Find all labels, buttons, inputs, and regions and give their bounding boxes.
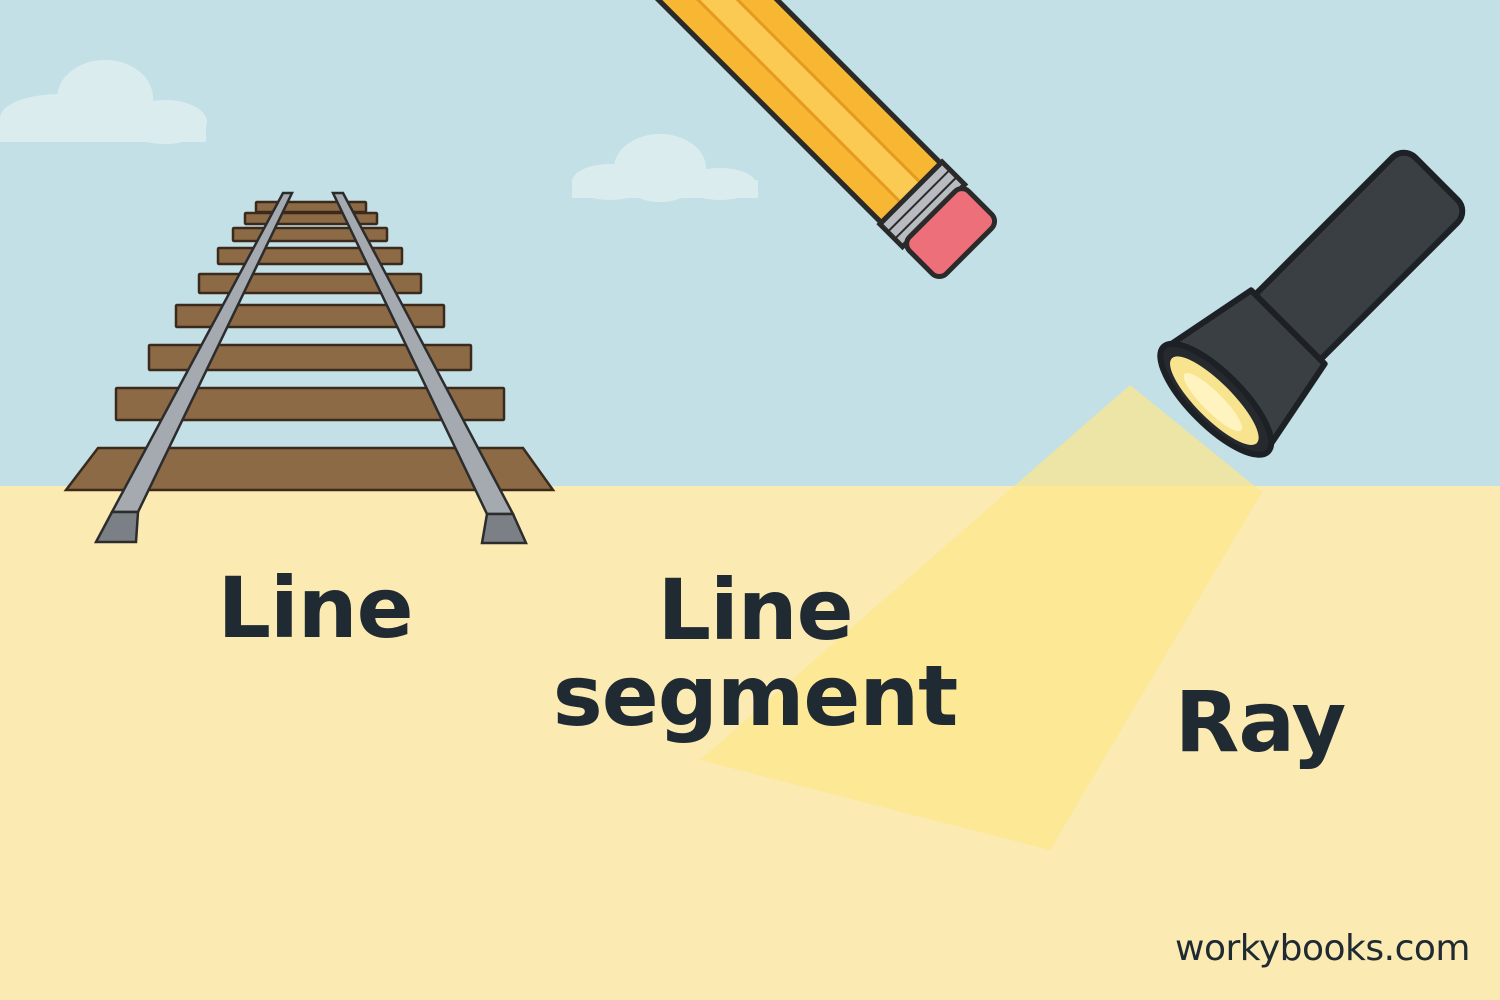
flashlight-beam	[700, 385, 1262, 850]
label-segment-word-line: Line	[657, 561, 853, 659]
cloud-icon	[0, 60, 207, 144]
label-line-segment: Line segment	[520, 561, 990, 745]
railroad-track-icon	[63, 191, 556, 545]
label-ray: Ray	[1174, 673, 1347, 771]
flashlight-icon	[1157, 149, 1466, 458]
cloud-icon	[572, 134, 758, 202]
label-line: Line	[217, 559, 413, 657]
watermark-text: workybooks.com	[1175, 928, 1470, 969]
pencil-icon	[633, 0, 998, 280]
label-segment-word-segment: segment	[552, 646, 959, 745]
